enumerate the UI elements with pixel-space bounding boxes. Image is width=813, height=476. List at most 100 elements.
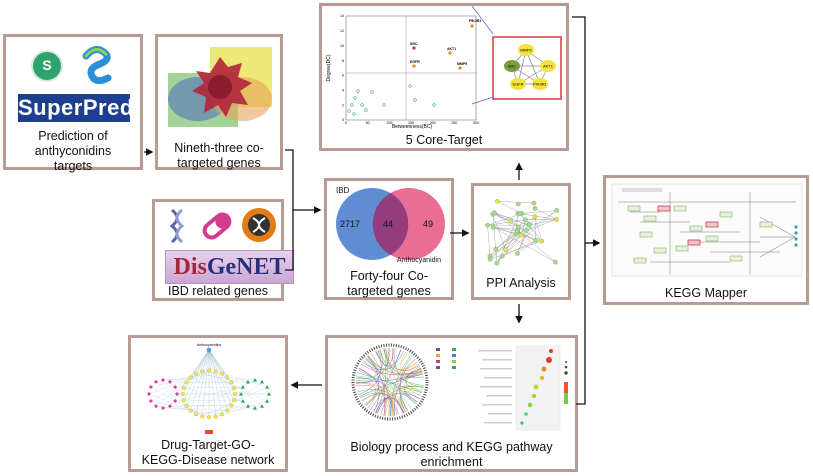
enrichment-bubble-plot — [478, 345, 568, 431]
chord-legend-swatch — [452, 348, 456, 351]
network-go-node — [148, 385, 153, 389]
ppi-node — [553, 259, 558, 265]
peripheral-nodes — [347, 84, 436, 116]
chord-link — [384, 348, 388, 416]
chord-link — [359, 385, 424, 398]
ibd-genes-panel: DisGeNET IBD related genes — [152, 199, 294, 301]
chord-diagram — [351, 343, 456, 421]
network-edge — [155, 381, 197, 415]
chord-link — [399, 351, 418, 371]
ppi-edge — [489, 210, 557, 257]
ppi-node — [554, 208, 559, 213]
network-target-node — [232, 398, 237, 403]
network-go-node — [148, 399, 153, 403]
disgenet-logo-part-2: Ge — [206, 254, 237, 280]
core-target-ytick: 2 — [342, 103, 344, 107]
core-target-xtick: 300 — [473, 121, 479, 125]
network-edge — [202, 349, 210, 417]
network-target-node — [225, 375, 230, 380]
ppi-edge — [502, 240, 536, 257]
kegg-gene-boxes — [627, 205, 773, 264]
chord-legend-swatch — [436, 366, 440, 369]
ninety-three-label: Nineth-three co-targeted genes — [174, 141, 264, 170]
network-target-node — [207, 415, 211, 420]
core-target-label: 5 Core-Target — [405, 133, 483, 147]
chord-legend-swatch — [452, 354, 456, 357]
ppi-node — [515, 224, 521, 230]
network-edge — [227, 377, 256, 381]
ppi-node — [485, 222, 490, 228]
chord-link — [356, 384, 377, 407]
ppi-edge — [493, 227, 518, 232]
zoom-node-egfr — [510, 78, 526, 90]
network-edge — [231, 381, 263, 406]
ppi-node — [494, 260, 500, 266]
chord-link — [358, 367, 380, 412]
network-target-node — [200, 369, 205, 374]
ppi-node — [495, 198, 500, 204]
prediction-panel: S SuperPred Prediction of anthyconidins … — [3, 34, 143, 173]
ppi-label: PPI Analysis — [486, 276, 556, 290]
core-target-ytick: 8 — [342, 59, 344, 63]
network-target-node — [181, 398, 186, 403]
zoom-connector-bottom — [471, 96, 494, 105]
network-edge — [195, 349, 210, 374]
network-edge — [208, 349, 223, 374]
ppi-edge — [521, 210, 557, 214]
network-edge — [150, 400, 216, 417]
core-gene-egfr: EGFR — [410, 60, 420, 64]
venn-overlap-count: 44 — [383, 219, 394, 229]
kegg-mapper-panel: KEGG Mapper — [603, 175, 809, 305]
network-edge — [215, 371, 268, 388]
core-gene-akt1: AKT1 — [447, 47, 456, 51]
chord-legend-swatch — [452, 366, 456, 369]
network-kegg-node — [260, 379, 264, 384]
network-kegg-node — [265, 385, 270, 389]
network-kegg-node — [265, 399, 270, 403]
network-target-node — [184, 380, 189, 385]
ppi-edge — [502, 210, 557, 257]
chord-legend-swatch — [436, 348, 440, 351]
ninety-three-panel: Nineth-three co-targeted genes — [155, 34, 283, 170]
core-target-ytick: 14 — [340, 14, 344, 18]
core-network-zoom: MMP9 AKT1 SRC EGFR PIK3R1 — [492, 36, 562, 100]
superpred-logo: SuperPred — [18, 94, 134, 122]
ppi-network — [485, 198, 559, 266]
network-target-node — [213, 369, 218, 374]
chord-link — [367, 356, 380, 409]
enrichment-panel: Biology process and KEGG pathway enrichm… — [325, 335, 578, 472]
ppi-edge — [517, 230, 556, 263]
ppi-edge — [492, 214, 498, 264]
core-target-ytick: 12 — [340, 29, 344, 33]
network-panel: Anthocyanidins Drug-Target-GO-KEGG-Disea… — [128, 335, 288, 472]
chord-link — [387, 391, 422, 416]
core-target-ytick: 6 — [342, 74, 344, 78]
network-kegg-node — [253, 378, 257, 382]
network-go-node — [173, 399, 178, 403]
network-target-node — [181, 385, 186, 390]
network-edge — [186, 349, 210, 406]
ppi-node — [524, 227, 529, 233]
ppi-edge — [534, 216, 536, 241]
ppi-node — [515, 201, 521, 207]
chord-legend-swatch — [452, 360, 456, 363]
zoom-node-src — [504, 60, 520, 72]
network-kegg-node — [239, 392, 243, 396]
network-edge — [215, 400, 268, 417]
chord-link — [356, 382, 395, 416]
network-center-label: Anthocyanidins — [197, 343, 222, 347]
ppi-node — [532, 214, 538, 219]
network-edge — [190, 349, 210, 378]
chord-link — [356, 376, 374, 382]
network-label: Drug-Target-GO-KEGG-Disease network — [141, 438, 275, 467]
ppi-node — [517, 211, 523, 216]
network-edge — [227, 407, 256, 411]
network-disease-node — [205, 430, 213, 434]
chord-outer-ring — [351, 343, 429, 421]
ppi-edge — [534, 216, 542, 242]
multi-venn-diagram — [168, 47, 272, 127]
venn-ibd-only-count: 2717 — [340, 219, 361, 229]
network-edge — [208, 349, 216, 372]
ppi-edge — [489, 224, 530, 260]
network-edge — [148, 393, 210, 418]
